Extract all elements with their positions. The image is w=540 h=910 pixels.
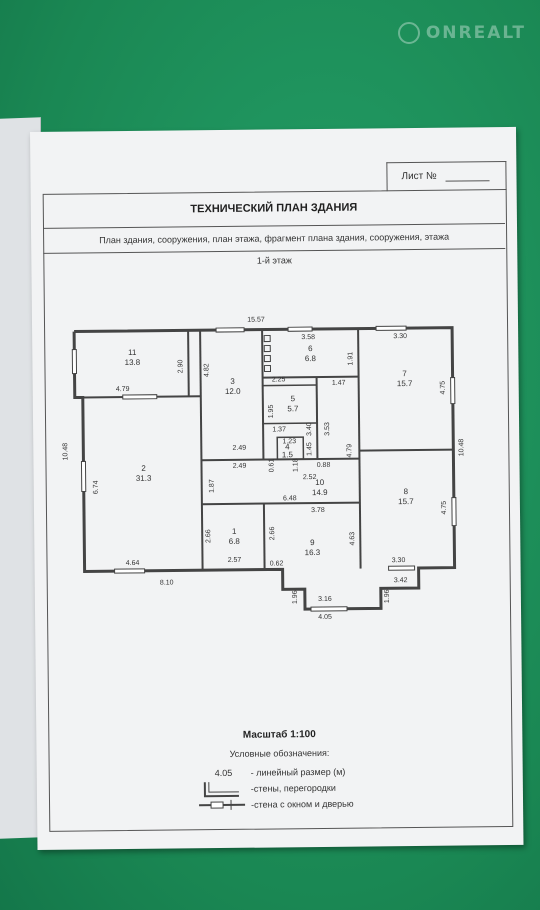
room-3-area: 12.0: [225, 387, 241, 396]
dim: 1.47: [332, 380, 346, 387]
room-11-num: 11: [128, 348, 137, 357]
dim: 1.95: [268, 405, 275, 419]
room-6-area: 6.8: [305, 354, 317, 363]
room-2-num: 2: [141, 464, 146, 473]
logo-icon: [397, 22, 420, 44]
room-2-area: 31.3: [136, 474, 152, 483]
document-title: ТЕХНИЧЕСКИЙ ПЛАН ЗДАНИЯ: [42, 189, 505, 229]
dim: 1.91: [347, 352, 354, 366]
dim: 3.40: [306, 422, 313, 436]
dim: 2.49: [233, 463, 247, 470]
dim: 2.49: [232, 445, 246, 452]
document-page: Лист № ТЕХНИЧЕСКИЙ ПЛАН ЗДАНИЯ План здан…: [30, 126, 524, 850]
dim: 1.87: [209, 479, 216, 493]
dim: 2.90: [177, 359, 184, 373]
dim: 10.48: [458, 439, 465, 457]
dim: 15.57: [247, 317, 265, 324]
dim: 2.57: [228, 557, 242, 564]
sheet-number-box: Лист №: [386, 161, 507, 192]
dim: 1.96: [384, 589, 391, 603]
room-4-num: 4: [285, 442, 290, 451]
legend-dim-sample: 4.05: [214, 767, 233, 779]
document-subtitle: План здания, сооружения, план этажа, фра…: [43, 224, 506, 254]
room-11-area: 13.8: [125, 358, 141, 367]
room-5-area: 5.7: [287, 404, 299, 413]
room-8-num: 8: [404, 487, 409, 496]
dim: 4.79: [346, 444, 353, 458]
dim: 3.30: [392, 557, 406, 564]
legend-wall-symbol: [203, 782, 239, 798]
dim: 6.74: [93, 480, 100, 494]
dim: 2.52: [303, 474, 317, 481]
legend-window-text: -стена с окном и дверью: [251, 798, 354, 810]
dim: 0.62: [270, 560, 284, 567]
room-3-num: 3: [230, 377, 235, 386]
dim: 1.96: [292, 590, 299, 604]
room-7-area: 15.7: [397, 379, 413, 388]
dim: 2.25: [272, 376, 286, 383]
dim: 3.53: [324, 422, 331, 436]
legend-dim-text: - линейный размер (м): [250, 766, 346, 778]
dim: 2.66: [269, 527, 276, 541]
room-9-area: 16.3: [305, 548, 321, 557]
dim: 4.79: [116, 386, 130, 393]
room-10-num: 10: [315, 478, 325, 487]
room-4-area: 1.5: [282, 450, 294, 459]
dim: 3.16: [318, 596, 332, 603]
watermark: ONREALT: [397, 22, 526, 44]
dim: 1.37: [272, 426, 286, 433]
legend-walls-text: -стены, перегородки: [250, 782, 336, 794]
dim: 4.64: [126, 560, 140, 567]
dim: 1.45: [306, 442, 313, 456]
floor-plan: 11 13.8 2 31.3 3 12.0 6 6.8 5 5.7 4 1.5 …: [62, 317, 465, 621]
room-9-num: 9: [310, 538, 315, 547]
dim: 4.75: [441, 501, 448, 515]
dim: 1.18: [292, 458, 299, 472]
room-5-num: 5: [291, 394, 296, 403]
dim: 4.75: [440, 381, 447, 395]
dim: 3.58: [301, 334, 315, 341]
watermark-text: ONREALT: [425, 23, 526, 43]
legend-window-symbol: [199, 799, 246, 810]
room-7-num: 7: [402, 369, 407, 378]
room-8-area: 15.7: [398, 497, 414, 506]
dim: 4.05: [318, 614, 332, 621]
dim: 8.10: [160, 580, 174, 587]
room-6-num: 6: [308, 344, 313, 353]
room-1-num: 1: [232, 527, 237, 536]
dim: 3.78: [311, 507, 325, 514]
room-1-area: 6.8: [229, 537, 241, 546]
dim: 0.88: [317, 462, 331, 469]
sheet-number-line: [445, 180, 490, 182]
dim: 4.63: [349, 532, 356, 546]
dim: 3.30: [393, 333, 407, 340]
dim: 2.66: [205, 529, 212, 543]
dim: 0.61: [268, 459, 275, 473]
dim: 1.23: [282, 438, 296, 445]
dim: 3.42: [394, 577, 408, 584]
sheet-label: Лист №: [401, 170, 437, 183]
dim: 4.82: [203, 363, 210, 377]
room-10-area: 14.9: [312, 488, 328, 497]
dim: 10.48: [62, 443, 69, 461]
dim: 6.48: [283, 495, 297, 502]
